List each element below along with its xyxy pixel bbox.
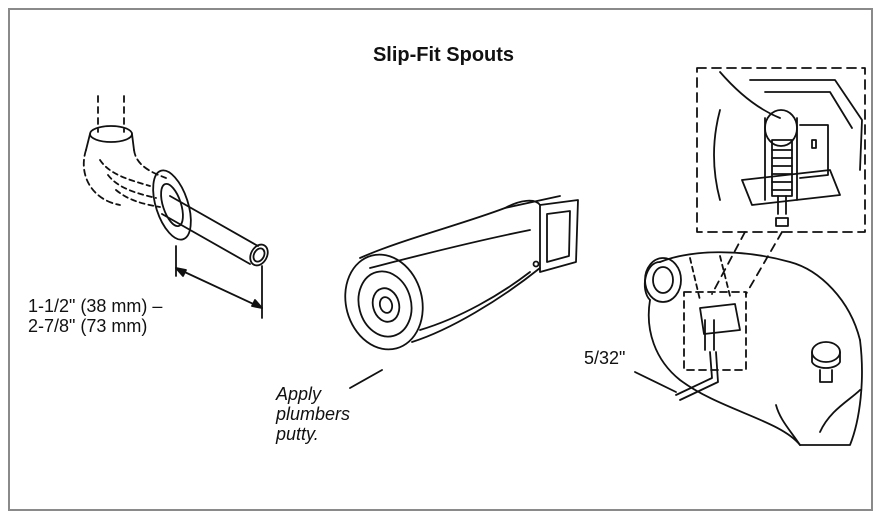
- putty-note-line-1: Apply: [276, 384, 322, 404]
- putty-note-line-3: putty.: [276, 424, 319, 444]
- dimension-line-1: 1-1/2" (38 mm) –: [28, 296, 163, 316]
- figure-frame: [8, 8, 873, 511]
- tub-spout-drawing: [634, 231, 863, 446]
- putty-note: Apply plumbers putty.: [276, 384, 350, 444]
- figure-title: Slip-Fit Spouts: [372, 44, 515, 66]
- dimension-line-2: 2-7/8" (73 mm): [28, 316, 148, 336]
- pipe-elbow-drawing: [82, 95, 269, 319]
- wrench-size-label: 5/32": [584, 348, 626, 368]
- detail-inset: [696, 67, 866, 233]
- spout-drawing: [344, 195, 579, 389]
- putty-note-line-2: plumbers: [276, 404, 351, 424]
- dimension-label: 1-1/2" (38 mm) – 2-7/8" (73 mm): [28, 296, 162, 336]
